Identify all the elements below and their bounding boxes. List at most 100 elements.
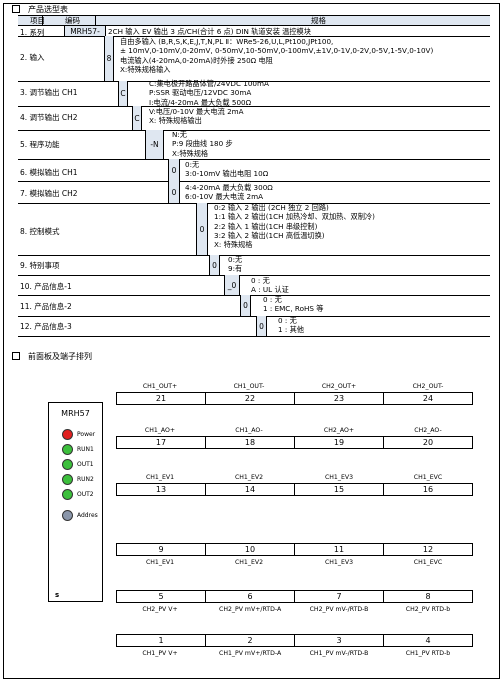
terminal-label: CH1_PV RTD-b (405, 650, 451, 657)
terminal-label: CH1_EV1 (145, 559, 175, 566)
terminal-label: CH2_AO+ (323, 427, 355, 434)
terminal-number: 11 (295, 544, 384, 555)
selection-row: 11. 产品信息-2 (18, 295, 490, 317)
spec-option-line: X:特殊规格输入 (120, 64, 171, 74)
row-label: 11. 产品信息-2 (20, 302, 72, 311)
square-bullet-icon (12, 5, 20, 13)
row-label: 4. 调节输出 CH2 (20, 113, 78, 122)
terminal-number: 18 (206, 437, 295, 448)
led-indicator (62, 429, 73, 440)
row-label: 6. 模拟输出 CH1 (20, 168, 78, 177)
terminal-label: CH1_EV2 (234, 474, 264, 481)
code-box: 0 (240, 295, 251, 316)
led-label: Power (77, 431, 96, 438)
terminal-label: CH2_PV mV-/RTD-B (309, 606, 369, 613)
spec-options: 0:2 输入 2 输出 (2CH 独立 2 回路)1:1 输入 2 输出(1CH… (214, 203, 375, 249)
row-label: 1. 系列 (20, 28, 45, 37)
header-divider (95, 15, 96, 26)
terminal-number: 4 (425, 636, 431, 645)
terminal-number: 16 (422, 485, 434, 494)
spec-option-line: 自由多输入 (B,R,S,K,E,J,T,N,PL Ⅱ：WRe5-26,U,L,… (120, 37, 334, 46)
terminal-number: 3 (295, 635, 384, 646)
terminal-label: CH2_AO- (414, 427, 442, 434)
led-label: OUT2 (77, 491, 94, 498)
spec-option-line: V:电压/0-10V 最大电流 2mA (149, 107, 244, 116)
terminal-number: 17 (117, 437, 206, 448)
terminal-label: CH1_PV V+ (142, 650, 178, 657)
selection-row: 10. 产品信息-1 (18, 275, 490, 296)
spec-option-line: 0 : 无 (278, 316, 297, 325)
row-label: 5. 程序功能 (20, 140, 60, 149)
spec-option-line: X:特殊规格 (172, 148, 209, 158)
spec-option-line: 2CH 输入 EV 输出 3 点/CH(合计 6 点) DIN 轨道安装 温控模… (108, 27, 311, 36)
terminal-number: 6 (206, 591, 295, 602)
terminal-label: CH1_PV mV-/RTD-B (309, 650, 369, 657)
led-indicator (62, 474, 73, 485)
selection-row: 6. 模拟输出 CH1 (18, 159, 490, 182)
row-label: 10. 产品信息-1 (20, 282, 72, 291)
code-box: 0 (256, 316, 267, 336)
header-divider (42, 15, 43, 26)
terminal-label: CH2_PV RTD-b (405, 606, 451, 613)
terminal-label: CH1_AO- (235, 427, 263, 434)
code-box: 0 (168, 181, 180, 203)
row-label: 7. 模拟输出 CH2 (20, 189, 78, 198)
code-box: 0 (209, 255, 220, 275)
terminal-label: CH1_OUT- (233, 383, 265, 390)
code-box: 8 (104, 36, 114, 81)
terminal-label: CH1_EV3 (324, 474, 354, 481)
terminal-number: 1 (117, 635, 206, 646)
terminal-number: 24 (422, 394, 434, 403)
terminal-number: 13 (117, 484, 206, 495)
terminal-label: CH1_EV1 (145, 474, 175, 481)
led-indicator (62, 510, 73, 521)
code-box: 0 (168, 159, 180, 181)
spec-option-line: 9:有 (228, 264, 243, 274)
spec-option-line: 3:2 输入 2 输出(1CH 高低温切换) (214, 230, 325, 240)
selection-row: 9. 特别事项 (18, 255, 490, 276)
row-label: 9. 特别事项 (20, 261, 60, 270)
device-model-name: MRH57 (61, 409, 90, 418)
spec-option-line: 0 : 无 (263, 295, 282, 304)
spec-options: 2CH 输入 EV 输出 3 点/CH(合计 6 点) DIN 轨道安装 温控模… (108, 27, 311, 36)
code-box: C (118, 81, 128, 106)
terminal-label: CH2_PV V+ (142, 606, 178, 613)
header-item: 项目 (30, 16, 45, 25)
device-corner-mark: s (55, 591, 60, 599)
selection-row: 4. 调节输出 CH2 (18, 106, 490, 131)
selection-row: 7. 模拟输出 CH2 (18, 181, 490, 204)
led-indicator (62, 444, 73, 455)
terminal-label: CH1_OUT+ (142, 383, 178, 390)
spec-option-line: N:无 (172, 130, 187, 139)
terminal-number: 15 (295, 484, 384, 495)
code-box: C (132, 106, 142, 130)
spec-option-line: X: 特殊规格输出 (149, 116, 202, 126)
terminal-number: 20 (422, 438, 434, 447)
row-label: 12. 产品信息-3 (20, 322, 72, 331)
table-header: 项目 编码 规格 (18, 15, 490, 26)
spec-option-line: 1 : EMC, RoHS 等 (263, 304, 324, 314)
terminal-label: CH1_PV mV+/RTD-A (219, 650, 282, 657)
terminal-number: 19 (295, 437, 384, 448)
terminal-label: CH1_AO+ (144, 427, 176, 434)
terminal-number: 10 (206, 544, 295, 555)
led-indicator (62, 489, 73, 500)
spec-option-line: 电流输入(4-20mA,0-20mA)时外接 250Ω 电阻 (120, 55, 273, 65)
led-label: RUN1 (77, 446, 94, 453)
spec-option-line: 2:2 输入 1 输出(1CH 串级控制) (214, 221, 318, 231)
spec-option-line: 3:0-10mV 输出电阻 10Ω (185, 169, 269, 179)
terminal-number: 7 (295, 591, 384, 602)
led-label: Addres (77, 512, 98, 519)
terminal-label: CH1_EVC (413, 474, 443, 481)
